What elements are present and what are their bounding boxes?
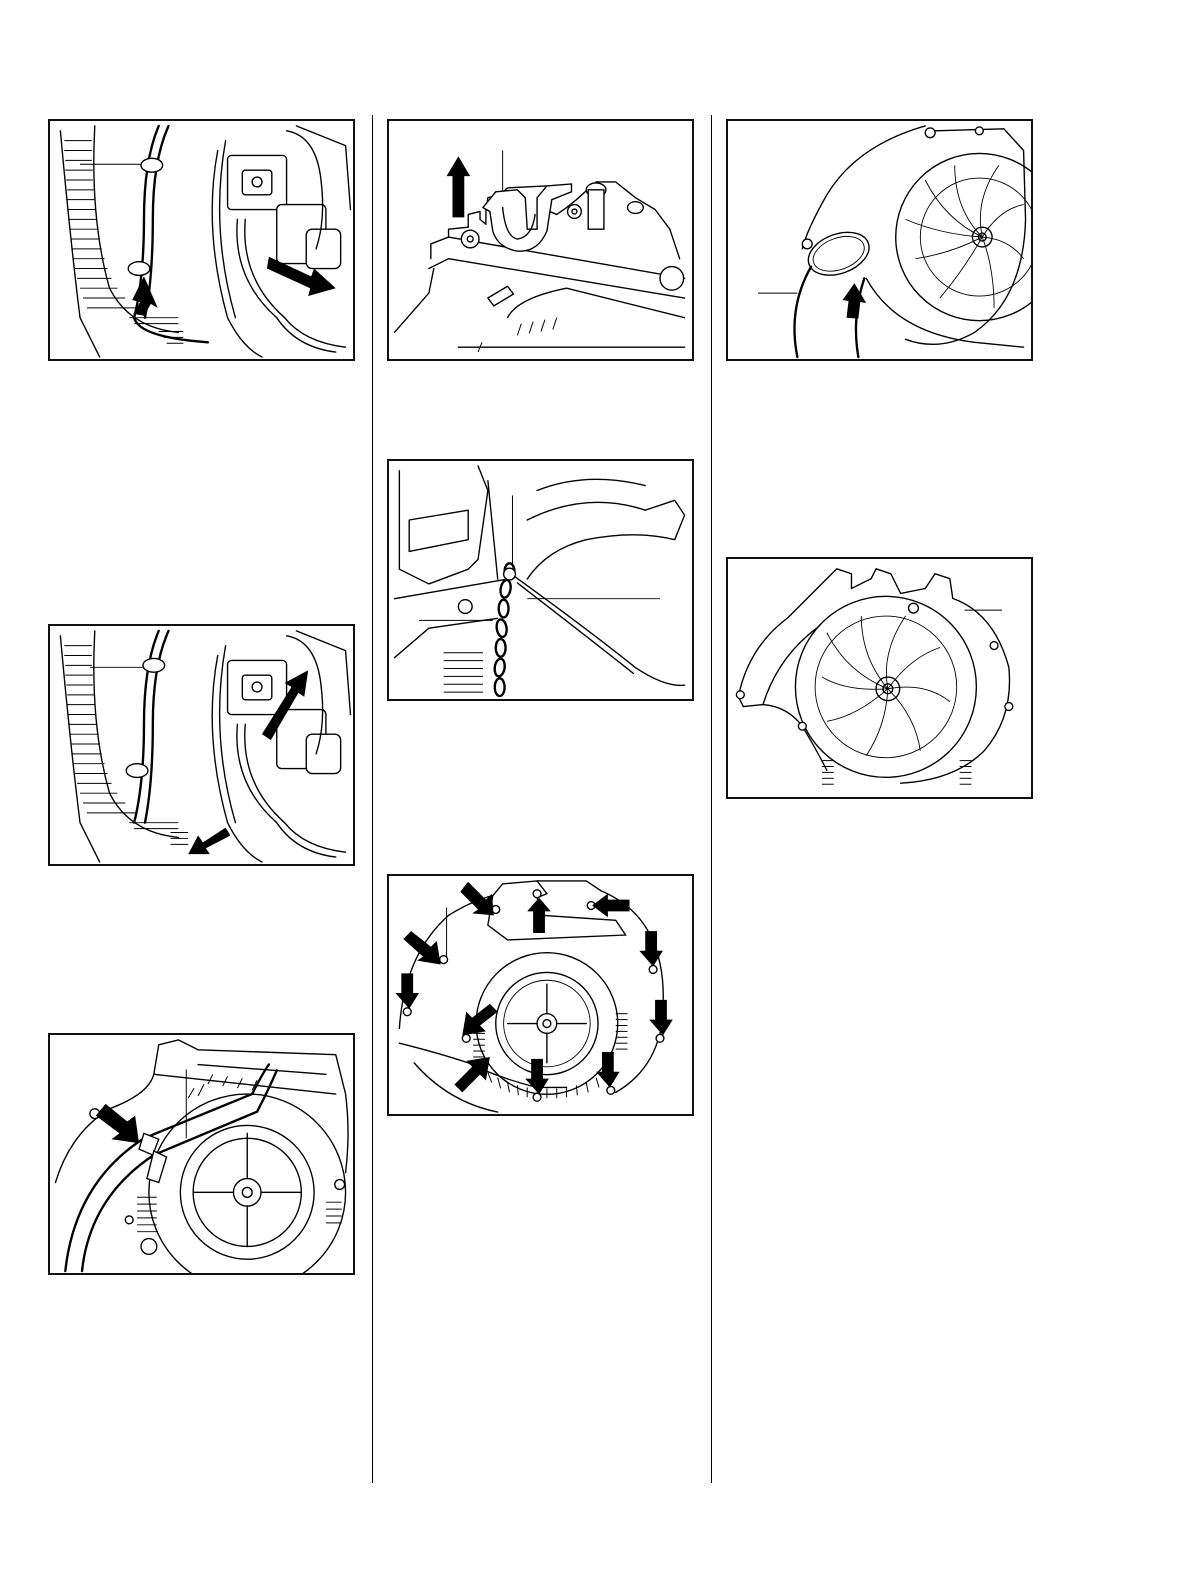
- down-left-arrow-icon: [188, 828, 230, 855]
- up-arrow-icon: [843, 283, 867, 318]
- grille-hatching: [60, 126, 183, 357]
- up-right-arrow-icon: [454, 1057, 489, 1092]
- down-arrow-icon: [596, 1052, 620, 1087]
- illustration-carburetor-lift: [50, 626, 353, 864]
- figure-tube-grommet: [726, 119, 1033, 361]
- up-left-arrow-icon: [132, 276, 158, 315]
- down-right-arrow-icon: [403, 931, 440, 964]
- carburetor: [228, 126, 351, 352]
- figure-carburetor-removal: [48, 119, 355, 361]
- illustration-fan-housing-screws: [389, 876, 692, 1114]
- impeller: [795, 596, 976, 777]
- figure-carburetor-lift: [48, 624, 355, 866]
- column-divider-left: [372, 115, 373, 1483]
- carburetor: [228, 631, 351, 857]
- illustration-fan-housing-complete: [728, 559, 1031, 797]
- illustration-grommet-lift: [389, 121, 692, 359]
- impeller: [476, 953, 618, 1095]
- down-arrow-icon: [395, 973, 419, 1008]
- chain: [494, 563, 515, 696]
- down-left-arrow-icon: [462, 1004, 497, 1035]
- illustration-chain-attachment: [389, 461, 692, 699]
- figure-fan-housing-screws: [387, 874, 694, 1116]
- impeller: [896, 153, 1031, 320]
- figure-hose-fan-housing: [48, 1033, 355, 1275]
- illustration-tube-grommet: [728, 121, 1031, 359]
- grille-hatching: [60, 631, 188, 862]
- down-right-arrow-icon: [96, 1104, 139, 1143]
- down-arrow-icon: [525, 1059, 549, 1094]
- figure-chain-attachment: [387, 459, 694, 701]
- impeller: [149, 1094, 346, 1273]
- column-divider-right: [711, 115, 712, 1483]
- figure-grommet-lift: [387, 119, 694, 361]
- down-arrow-icon: [649, 1000, 673, 1035]
- down-right-arrow-icon: [460, 882, 493, 915]
- up-arrow-icon: [447, 156, 471, 217]
- illustration-carburetor-removal: [50, 121, 353, 359]
- illustration-hose-fan-housing: [50, 1035, 353, 1273]
- figure-fan-housing-complete: [726, 557, 1033, 799]
- left-arrow-icon: [592, 894, 629, 918]
